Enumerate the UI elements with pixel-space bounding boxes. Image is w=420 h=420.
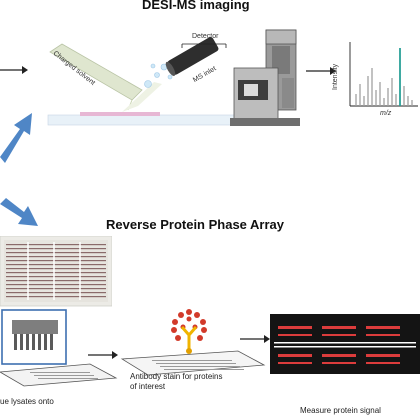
- detector-label: Detector: [192, 33, 219, 40]
- array-scan-image: [270, 314, 420, 374]
- right-arrow-icon: [240, 335, 270, 343]
- right-arrow-icon: [0, 66, 28, 74]
- mass-spectrum: [349, 42, 418, 107]
- caption-antibody: Antibody stain for proteins of interest: [130, 372, 223, 392]
- spectrum-ylabel: Intensity: [332, 63, 339, 90]
- caption-measure: Measure protein signal: [300, 406, 381, 415]
- antibody-stain-illustration: [120, 309, 266, 376]
- right-arrow-icon: [306, 67, 336, 75]
- rppa-title: Reverse Protein Phase Array: [106, 217, 285, 232]
- spectrum-xlabel: m/z: [380, 110, 392, 117]
- right-arrow-icon: [88, 351, 118, 359]
- blue-arrow-icon: [0, 113, 32, 163]
- blue-arrow-icon: [0, 198, 38, 226]
- desi-title: DESI-MS imaging: [142, 0, 250, 12]
- caption-antibody-line2: of interest: [130, 382, 166, 391]
- mass-spectrometer-icon: [230, 29, 300, 126]
- caption-antibody-line1: Antibody stain for proteins: [130, 372, 223, 381]
- array-slide-photo: [0, 236, 112, 307]
- caption-lysates: ue lysates onto: [0, 397, 54, 406]
- pin-printer-illustration: [0, 309, 118, 387]
